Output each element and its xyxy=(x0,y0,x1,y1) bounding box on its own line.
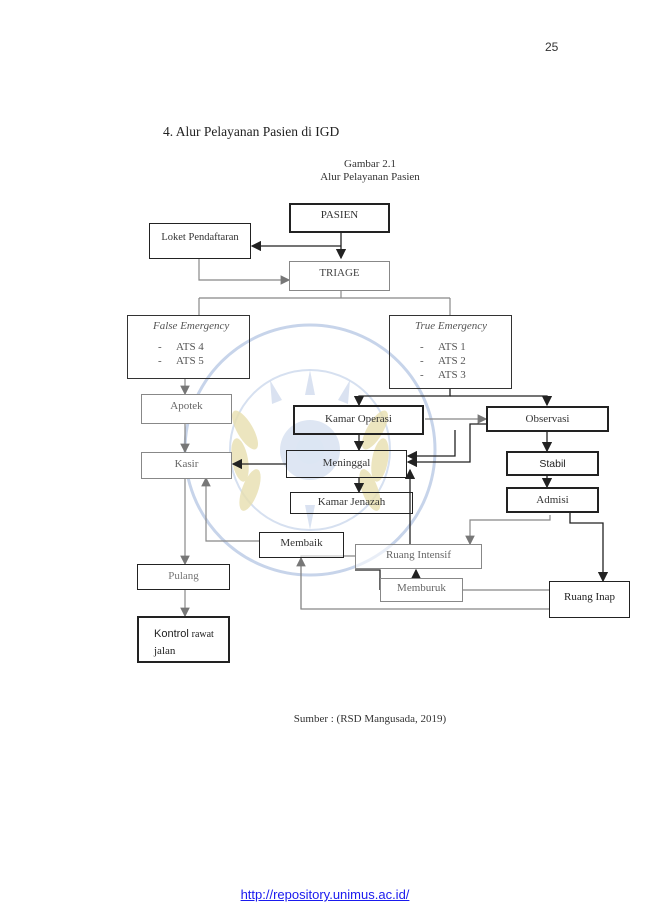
rawat-label: rawat xyxy=(191,629,214,640)
kamar-operasi-label: Kamar Operasi xyxy=(325,413,392,425)
list-item: -ATS 1 xyxy=(420,341,466,353)
section-heading: 4. Alur Pelayanan Pasien di IGD xyxy=(163,124,340,139)
admisi-box: Admisi xyxy=(506,487,599,513)
university-seal-watermark xyxy=(183,323,437,577)
meninggal-label: Meninggal xyxy=(322,457,371,469)
repository-link[interactable]: http://repository.unimus.ac.id/ xyxy=(240,887,410,902)
list-item: -ATS 5 xyxy=(158,355,204,367)
jalan-label: jalan xyxy=(154,645,176,657)
list-item: -ATS 3 xyxy=(420,369,466,381)
ruang-inap-label: Ruang Inap xyxy=(563,591,615,603)
apotek-label: Apotek xyxy=(170,400,203,412)
memburuk-label: Memburuk xyxy=(397,582,446,594)
source-note: Sumber : (RSD Mangusada, 2019) xyxy=(293,713,447,725)
triage-label: TRIAGE xyxy=(319,267,360,279)
kasir-label: Kasir xyxy=(174,458,199,470)
admisi-label: Admisi xyxy=(536,494,569,506)
observasi-box: Observasi xyxy=(486,406,609,432)
meninggal-box: Meninggal xyxy=(286,450,407,478)
stabil-box: Stabil xyxy=(506,451,599,476)
triage-box: TRIAGE xyxy=(289,261,390,291)
true-emergency-list: -ATS 1 -ATS 2 -ATS 3 xyxy=(420,340,466,382)
list-item: -ATS 4 xyxy=(158,341,204,353)
ruang-intensif-box: Ruang Intensif xyxy=(355,544,482,569)
false-emergency-title: False Emergency xyxy=(153,320,230,332)
ruang-intensif-label: Ruang Intensif xyxy=(385,549,452,561)
kontrol-label: Kontrol xyxy=(154,628,189,640)
pasien-box: PASIEN xyxy=(289,203,390,233)
figure-caption-title: Alur Pelayanan Pasien xyxy=(320,171,420,183)
true-emergency-title: True Emergency xyxy=(415,320,487,332)
membaik-label: Membaik xyxy=(280,537,323,549)
kasir-box: Kasir xyxy=(141,452,232,479)
pasien-label: PASIEN xyxy=(320,209,359,221)
kontrol-rawat-jalan-box: Kontrol rawat jalan xyxy=(137,616,230,663)
figure-caption-label: Gambar 2.1 xyxy=(344,158,396,170)
apotek-box: Apotek xyxy=(141,394,232,424)
kamar-jenazah-label: Kamar Jenazah xyxy=(317,496,386,508)
loket-label: Loket Pendaftaran xyxy=(161,232,239,243)
membaik-box: Membaik xyxy=(259,532,344,558)
true-emergency-box: True Emergency -ATS 1 -ATS 2 -ATS 3 xyxy=(389,315,512,389)
memburuk-box: Memburuk xyxy=(380,578,463,602)
page-number: 25 xyxy=(545,40,559,54)
pulang-box: Pulang xyxy=(137,564,230,590)
loket-pendaftaran-box: Loket Pendaftaran xyxy=(149,223,251,259)
observasi-label: Observasi xyxy=(525,413,570,425)
kamar-operasi-box: Kamar Operasi xyxy=(293,405,424,435)
stabil-label: Stabil xyxy=(539,458,566,470)
kamar-jenazah-box: Kamar Jenazah xyxy=(290,492,413,514)
ruang-inap-box: Ruang Inap xyxy=(549,581,630,618)
false-emergency-list: -ATS 4 -ATS 5 xyxy=(158,340,204,368)
list-item: -ATS 2 xyxy=(420,355,466,367)
pulang-label: Pulang xyxy=(168,570,199,582)
false-emergency-box: False Emergency -ATS 4 -ATS 5 xyxy=(127,315,250,379)
